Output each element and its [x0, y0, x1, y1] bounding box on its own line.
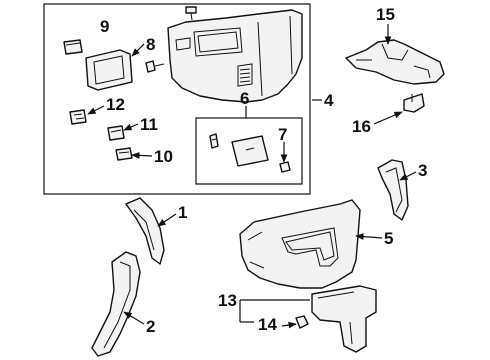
- callout-12: 12: [106, 95, 125, 114]
- part-9-clip: [63, 39, 83, 55]
- part-7-plug: [279, 161, 291, 173]
- callout-7: 7: [278, 125, 287, 144]
- callout-5: 5: [384, 229, 393, 248]
- leader-lines: [87, 24, 417, 329]
- callout-15: 15: [376, 5, 395, 24]
- part-11-clip: [107, 125, 125, 141]
- callout-1: 1: [178, 203, 187, 222]
- callout-10: 10: [154, 147, 173, 166]
- callout-11: 11: [140, 115, 158, 134]
- part-12-clip: [69, 109, 87, 125]
- callout-8: 8: [146, 35, 155, 54]
- assembly-6-frame: [195, 117, 303, 185]
- part-5-quarter-trim: [239, 199, 361, 289]
- part-14-clip: [295, 315, 309, 329]
- callout-14: 14: [258, 315, 277, 334]
- callout-16: 16: [352, 117, 371, 136]
- part-6-cover: [209, 133, 269, 167]
- part-16-bracket: [403, 93, 425, 113]
- part-15-bracket: [345, 39, 445, 85]
- bolt-top: [185, 6, 197, 21]
- callout-4: 4: [324, 91, 334, 110]
- bolt-left: [145, 60, 165, 73]
- part-2-lower-pillar-trim: [91, 251, 141, 357]
- part-13-lower-trim: [311, 285, 377, 353]
- part-8-bezel: [85, 49, 133, 91]
- callout-6: 6: [240, 89, 249, 108]
- callout-13: 13: [218, 291, 237, 310]
- callout-9: 9: [100, 17, 109, 36]
- part-3-pillar-trim: [377, 159, 409, 221]
- part-1-pillar-trim: [125, 197, 165, 265]
- assembly-4-frame: [43, 3, 311, 195]
- callout-2: 2: [146, 317, 155, 336]
- callout-3: 3: [418, 161, 427, 180]
- part-4-quarter-trim-panel: [167, 9, 303, 103]
- callout-labels: 9 8 4 6 7 12 11 10 15 16 3 1 5 2 13 14: [100, 5, 427, 336]
- part-10-clip: [115, 147, 133, 161]
